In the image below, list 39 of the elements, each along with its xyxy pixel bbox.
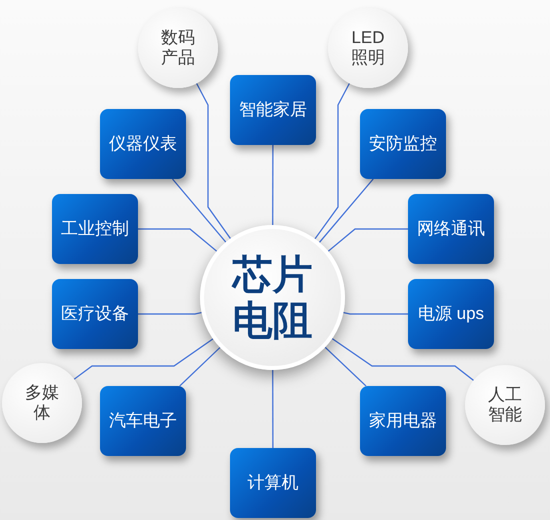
category-box xyxy=(52,194,138,264)
node-label: 计算机 xyxy=(248,472,298,494)
node-label: 医疗设备 xyxy=(61,302,129,325)
connector-line xyxy=(272,370,274,448)
category-box xyxy=(408,279,494,349)
category-box xyxy=(230,75,316,145)
node-label: LED 照明 xyxy=(350,28,386,68)
connector-line xyxy=(172,178,226,242)
node-label: 芯片电阻 xyxy=(232,252,312,344)
node-label: 工业控制 xyxy=(61,218,129,240)
connector-line xyxy=(196,83,231,239)
node-label: 网络通讯 xyxy=(417,218,485,240)
category-box xyxy=(100,109,186,179)
connector-line xyxy=(138,312,202,315)
connector-line xyxy=(314,83,350,240)
connector-line xyxy=(74,338,214,380)
category-box xyxy=(230,448,316,518)
node-label: 仪器仪表 xyxy=(109,132,177,155)
node-label: 汽车电子 xyxy=(109,410,177,432)
connector-line xyxy=(324,346,366,386)
category-box xyxy=(360,386,446,456)
node-label: 电源 ups xyxy=(418,302,484,325)
connector-line xyxy=(179,347,220,386)
connector-line xyxy=(343,312,408,315)
connector-line xyxy=(332,338,474,381)
connector-line xyxy=(138,228,218,252)
node-label: 智能家居 xyxy=(239,98,307,121)
node-label: 多媒体 xyxy=(24,382,60,424)
connector-line xyxy=(272,145,274,225)
node-label: 数码产品 xyxy=(160,28,196,68)
connector-line xyxy=(319,178,374,243)
connector-line xyxy=(328,228,408,252)
category-box xyxy=(100,386,186,456)
category-box xyxy=(360,109,446,179)
node-label: 安防监控 xyxy=(369,132,437,155)
node-label: 家用电器 xyxy=(369,410,437,432)
category-box xyxy=(52,279,138,349)
node-label: 人工智能 xyxy=(487,384,523,426)
category-box xyxy=(408,194,494,264)
